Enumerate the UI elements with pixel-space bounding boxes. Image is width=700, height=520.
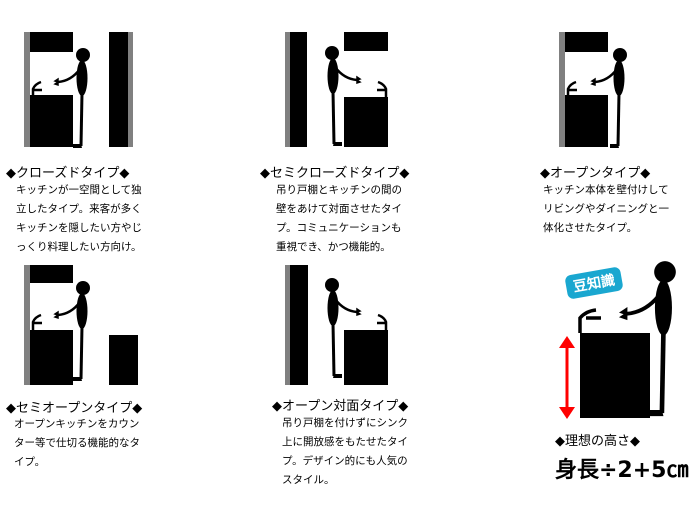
desc-line: 壁をあけて対面させたタイ xyxy=(276,203,402,215)
desc-line: プ。コミュニケーションも xyxy=(276,222,402,234)
desc-line: プ。デザイン的にも人気の xyxy=(282,455,408,467)
open-facing-type-illustration xyxy=(285,265,388,385)
closed-type-title: ◆クローズドタイプ◆ xyxy=(6,166,130,181)
closed-type-illustration xyxy=(24,32,133,150)
desc-line: っくり料理したい方向け。 xyxy=(16,241,142,253)
semi-closed-type-description: 吊り戸棚とキッチンの間の 壁をあけて対面させたタイ プ。コミュニケーションも 重… xyxy=(276,181,402,257)
semi-open-type-description: オープンキッチンをカウン ター等で仕切る機能的なタ イプ。 xyxy=(14,415,140,472)
desc-line: 立したタイプ。来客が多く xyxy=(16,203,142,215)
desc-line: 体化させたタイプ。 xyxy=(543,222,638,234)
ideal-height-formula: 身長÷2+5㎝ xyxy=(555,458,689,483)
height-arrow-icon xyxy=(559,336,575,419)
semi-open-type-title: ◆セミオープンタイプ◆ xyxy=(6,401,143,416)
closed-type-description: キッチンが一空間として独 立したタイプ。来客が多く キッチンを隠したい方やじ っ… xyxy=(16,181,142,257)
desc-line: キッチンを隠したい方やじ xyxy=(16,222,142,234)
desc-line: ター等で仕切る機能的なタ xyxy=(14,437,140,449)
desc-line: スタイル。 xyxy=(282,474,335,486)
semi-open-type-illustration xyxy=(24,265,138,385)
open-facing-type-description: 吊り戸棚を付けずにシンク 上に開放感をもたせたタイ プ。デザイン的にも人気の ス… xyxy=(282,414,408,490)
desc-line: 吊り戸棚とキッチンの間の xyxy=(276,184,402,196)
desc-line: リビングやダイニングと一 xyxy=(543,203,669,215)
desc-line: イプ。 xyxy=(14,456,46,468)
open-type-title: ◆オープンタイプ◆ xyxy=(540,166,651,181)
desc-line: 重視でき、かつ機能的。 xyxy=(276,241,391,253)
ideal-height-title: ◆理想の高さ◆ xyxy=(555,434,640,449)
semi-closed-type-illustration xyxy=(285,32,388,148)
desc-line: 吊り戸棚を付けずにシンク xyxy=(282,417,408,429)
desc-line: キッチン本体を壁付けして xyxy=(543,184,669,196)
ideal-height-illustration xyxy=(559,261,676,419)
open-type-illustration xyxy=(559,32,629,150)
desc-line: 上に開放感をもたせたタイ xyxy=(282,436,408,448)
open-facing-type-title: ◆オープン対面タイプ◆ xyxy=(272,399,409,414)
desc-line: キッチンが一空間として独 xyxy=(16,184,142,196)
semi-closed-type-title: ◆セミクローズドタイプ◆ xyxy=(260,166,410,181)
open-type-description: キッチン本体を壁付けして リビングやダイニングと一 体化させたタイプ。 xyxy=(543,181,669,238)
desc-line: オープンキッチンをカウン xyxy=(14,418,140,430)
